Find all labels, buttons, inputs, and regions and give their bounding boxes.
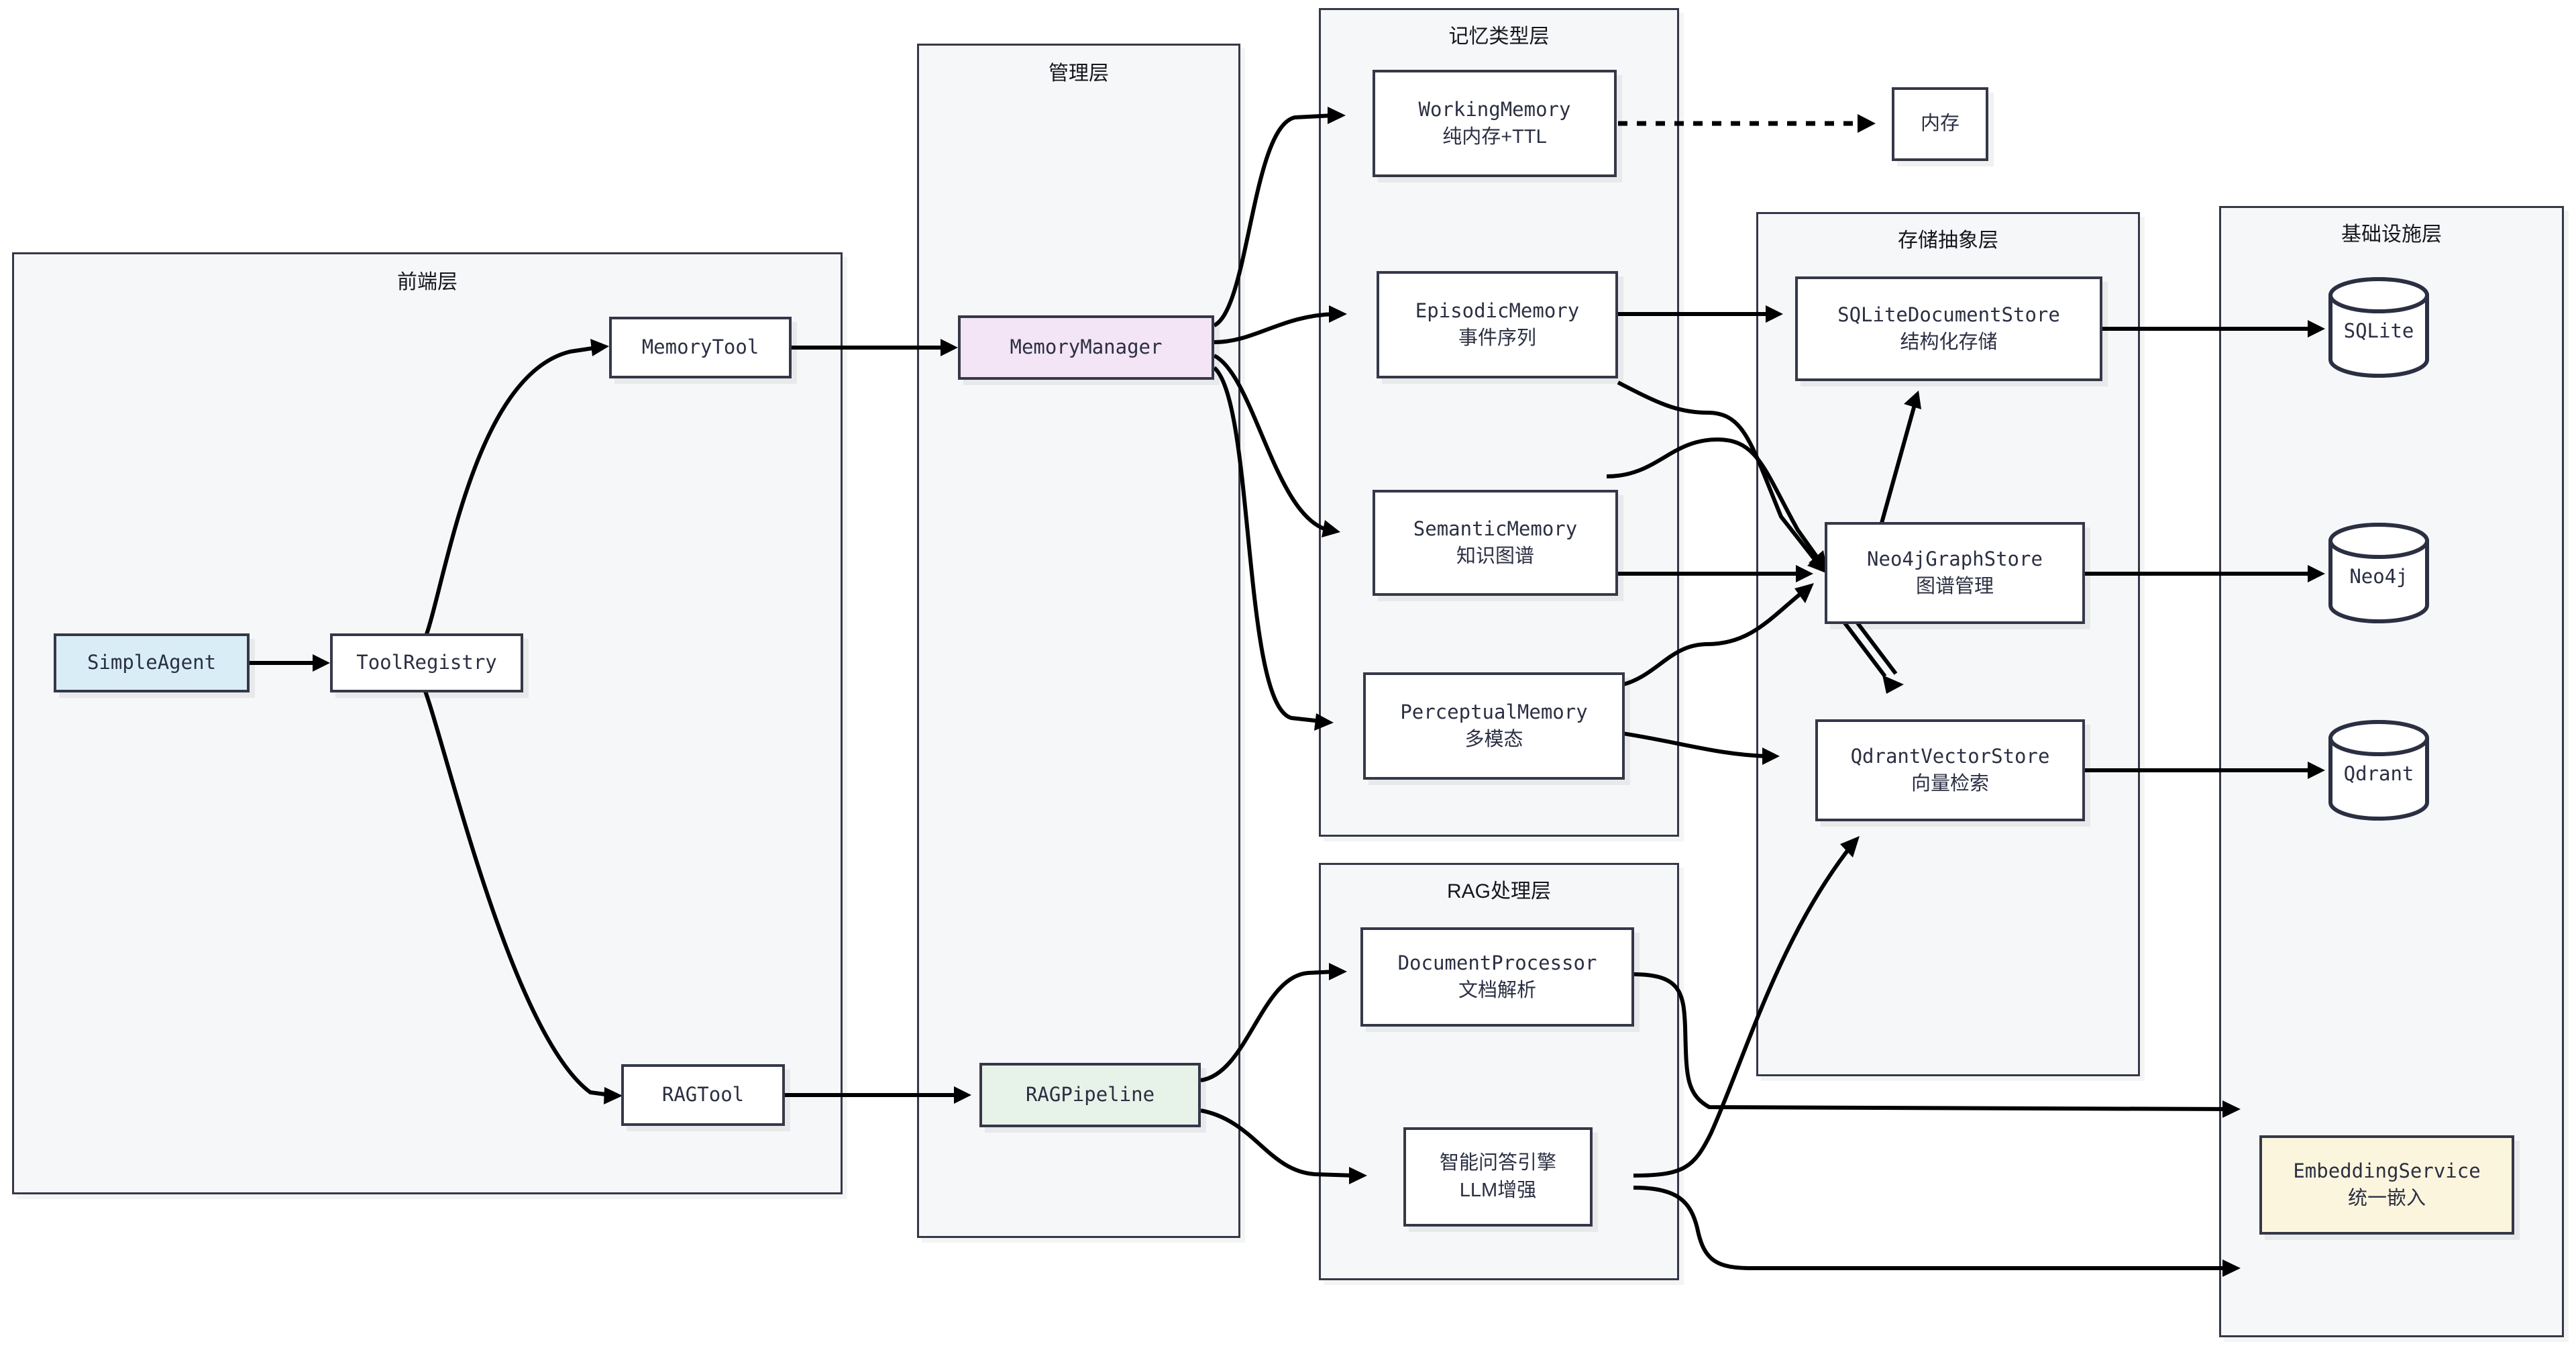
node-qa-engine-sublabel: LLM增强 xyxy=(1459,1180,1537,1201)
node-working-memory[interactable]: WorkingMemory 纯内存+TTL xyxy=(1373,70,1617,177)
node-perceptual-memory[interactable]: PerceptualMemory 多模态 xyxy=(1363,672,1625,780)
cluster-frontend-title: 前端层 xyxy=(397,271,458,293)
node-sqlite-document-store-sublabel: 结构化存储 xyxy=(1900,331,1998,353)
cluster-memtypes-title: 记忆类型层 xyxy=(1448,25,1550,48)
db-sqlite-label: SQLite xyxy=(2343,319,2414,342)
cluster-management: 管理层 xyxy=(917,44,1240,1238)
node-tool-registry-label: ToolRegistry xyxy=(356,651,497,674)
node-neo4j-graph-store-label: Neo4jGraphStore xyxy=(1867,547,2043,570)
node-rag-pipeline-label: RAGPipeline xyxy=(1025,1083,1155,1106)
node-memory-tool[interactable]: MemoryTool xyxy=(609,317,792,378)
node-neo4j-graph-store[interactable]: Neo4jGraphStore 图谱管理 xyxy=(1825,522,2085,624)
node-embedding-service[interactable]: EmbeddingService 统一嵌入 xyxy=(2259,1135,2514,1235)
node-semantic-memory[interactable]: SemanticMemory 知识图谱 xyxy=(1373,490,1618,596)
node-qdrant-vector-store-sublabel: 向量检索 xyxy=(1911,773,1989,794)
db-neo4j[interactable]: Neo4j xyxy=(2328,523,2430,623)
node-sqlite-document-store-label: SQLiteDocumentStore xyxy=(1837,303,2060,326)
node-qa-engine[interactable]: 智能问答引擎 LLM增强 xyxy=(1403,1127,1593,1227)
cluster-rag-title: RAG处理层 xyxy=(1446,880,1551,902)
node-memory-manager[interactable]: MemoryManager xyxy=(958,315,1214,380)
db-qdrant[interactable]: Qdrant xyxy=(2328,720,2430,821)
node-rag-pipeline[interactable]: RAGPipeline xyxy=(979,1063,1201,1127)
node-episodic-memory[interactable]: EpisodicMemory 事件序列 xyxy=(1377,271,1618,378)
node-ram-label: 内存 xyxy=(1920,113,1960,135)
db-sqlite[interactable]: SQLite xyxy=(2328,277,2430,378)
node-qdrant-vector-store[interactable]: QdrantVectorStore 向量检索 xyxy=(1815,719,2085,821)
node-simple-agent[interactable]: SimpleAgent xyxy=(54,633,250,692)
node-tool-registry[interactable]: ToolRegistry xyxy=(330,633,523,692)
cluster-management-title: 管理层 xyxy=(1049,62,1109,85)
node-perceptual-memory-sublabel: 多模态 xyxy=(1464,729,1523,750)
db-neo4j-label: Neo4j xyxy=(2349,565,2408,588)
node-neo4j-graph-store-sublabel: 图谱管理 xyxy=(1915,576,1994,597)
cluster-infra-title: 基础设施层 xyxy=(2341,223,2442,246)
node-perceptual-memory-label: PerceptualMemory xyxy=(1400,700,1588,723)
node-rag-tool-label: RAGTool xyxy=(661,1083,745,1106)
node-memory-tool-label: MemoryTool xyxy=(641,335,759,359)
node-document-processor-label: DocumentProcessor xyxy=(1397,951,1597,974)
db-qdrant-label: Qdrant xyxy=(2343,762,2414,785)
node-simple-agent-label: SimpleAgent xyxy=(87,651,217,674)
node-working-memory-sublabel: 纯内存+TTL xyxy=(1442,126,1547,148)
node-document-processor[interactable]: DocumentProcessor 文档解析 xyxy=(1360,927,1634,1027)
node-qa-engine-label: 智能问答引擎 xyxy=(1439,1151,1556,1174)
cluster-frontend: 前端层 xyxy=(12,252,843,1194)
node-sqlite-document-store[interactable]: SQLiteDocumentStore 结构化存储 xyxy=(1795,276,2102,381)
node-rag-tool[interactable]: RAGTool xyxy=(621,1064,785,1126)
node-episodic-memory-sublabel: 事件序列 xyxy=(1458,327,1536,349)
node-semantic-memory-label: SemanticMemory xyxy=(1413,517,1578,540)
node-memory-manager-label: MemoryManager xyxy=(1010,335,1163,359)
node-embedding-service-label: EmbeddingService xyxy=(2293,1159,2481,1182)
node-semantic-memory-sublabel: 知识图谱 xyxy=(1456,546,1534,567)
node-document-processor-sublabel: 文档解析 xyxy=(1458,980,1536,1001)
node-ram[interactable]: 内存 xyxy=(1892,87,1988,161)
cluster-storage-title: 存储抽象层 xyxy=(1898,229,1998,252)
node-episodic-memory-label: EpisodicMemory xyxy=(1415,299,1580,322)
node-working-memory-label: WorkingMemory xyxy=(1418,97,1571,121)
node-embedding-service-sublabel: 统一嵌入 xyxy=(2347,1188,2426,1209)
node-qdrant-vector-store-label: QdrantVectorStore xyxy=(1850,744,2050,768)
